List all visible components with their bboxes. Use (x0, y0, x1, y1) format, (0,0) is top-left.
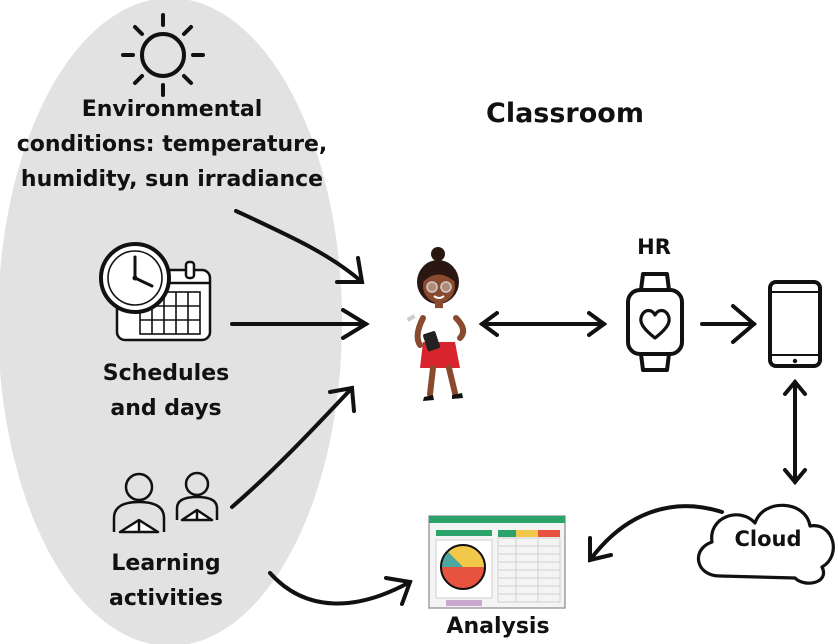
teacher-figure (406, 247, 467, 401)
analysis-label: Analysis (446, 614, 550, 639)
smartwatch-heart-icon (626, 272, 684, 372)
arrow-learning-to-teacher (230, 386, 354, 509)
arrow-cloud-to-analysis (588, 504, 724, 562)
cloud-icon (696, 503, 835, 585)
classroom-label: Classroom (486, 98, 644, 129)
analysis-dashboard-icon (428, 515, 566, 609)
reading-students-icon (112, 471, 219, 534)
arrow-env-to-teacher (234, 209, 364, 284)
arrow-learning-to-analysis (268, 571, 412, 606)
clock-icon (99, 242, 171, 314)
hr-label: HR (637, 235, 671, 259)
sun-icon (121, 13, 205, 97)
smartphone-icon (768, 280, 822, 368)
cloud-label: Cloud (734, 527, 802, 551)
